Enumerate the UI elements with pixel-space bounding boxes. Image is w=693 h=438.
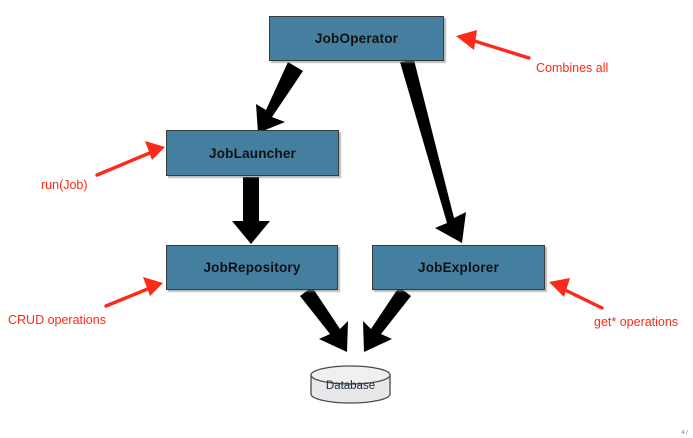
node-label-job-explorer: JobExplorer: [418, 260, 499, 275]
node-label-job-repository: JobRepository: [203, 260, 301, 275]
node-job-repository[interactable]: JobRepository: [166, 245, 338, 290]
annotation-run-job: run(Job): [41, 178, 88, 192]
node-label-job-operator: JobOperator: [314, 31, 399, 46]
annotation-combines-all: Combines all: [536, 61, 609, 75]
annotation-get-operations: get* operations: [594, 315, 679, 329]
database-cylinder: [310, 365, 391, 404]
node-job-launcher[interactable]: JobLauncher: [166, 130, 339, 176]
arrow-joboperator-to-joblauncher: [256, 62, 303, 133]
arrow-jobexplorer-to-database: [363, 287, 411, 352]
node-label-job-launcher: JobLauncher: [209, 145, 296, 161]
annotation-arrow-run-job: [95, 141, 165, 177]
arrow-joblauncher-to-jobrepository: [232, 177, 270, 244]
annotation-arrow-combines-all: [456, 30, 531, 60]
node-job-operator[interactable]: JobOperator: [269, 16, 444, 61]
node-job-explorer[interactable]: JobExplorer: [372, 245, 545, 290]
arrow-jobrepository-to-database: [300, 287, 348, 352]
arrow-joboperator-to-jobexplorer: [400, 60, 466, 243]
database-label: Database: [325, 380, 376, 392]
annotation-arrow-get-operations: [549, 278, 604, 310]
annotation-crud-operations: CRUD operations: [8, 313, 106, 327]
annotation-arrow-crud-operations: [104, 277, 163, 308]
page-number-mark: 47: [681, 430, 689, 436]
